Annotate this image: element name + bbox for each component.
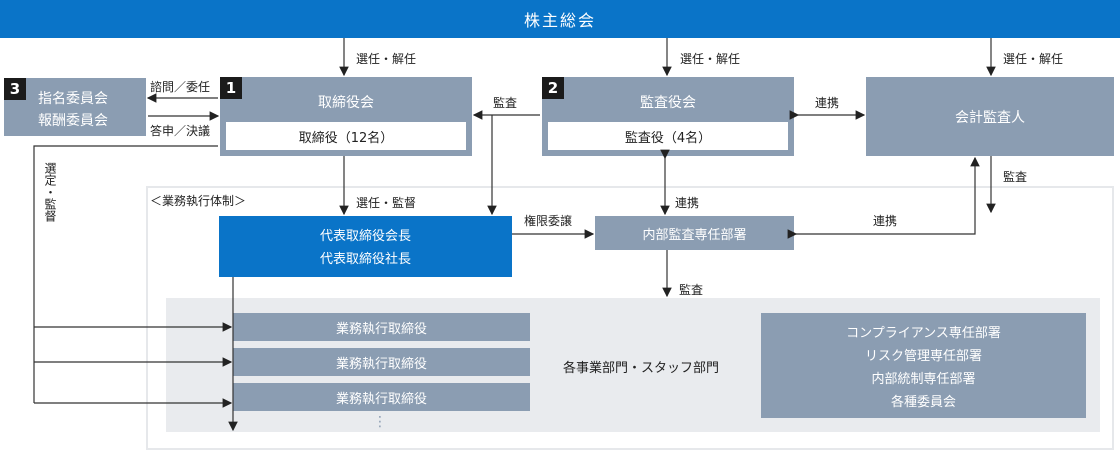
label-report: 答申／決議 (150, 124, 211, 138)
nomination-remuneration-box (4, 78, 146, 136)
label-consult: 諮問／委任 (150, 80, 211, 94)
label-cooperation-auditor: 連携 (815, 96, 840, 110)
badge-3-overlay: 3 (4, 78, 26, 100)
audit-board-title: 監査役会 (640, 95, 696, 111)
ellipsis-mark: ⋮ (373, 414, 387, 430)
executive-director-3: 業務執行取締役 (233, 383, 530, 411)
label-elect-board: 選任・解任 (356, 52, 417, 66)
chairman-label: 代表取締役会長 (319, 229, 411, 244)
internal-audit-box: 内部監査専任部署 (595, 216, 794, 250)
label-audit-internal: 監査 (679, 283, 704, 297)
president-label: 代表取締役社長 (319, 252, 411, 267)
remuneration-committee: 報酬委員会 (38, 113, 108, 129)
compliance-dept: コンプライアンス専任部署 (846, 326, 1001, 341)
representative-directors-box (219, 216, 512, 277)
risk-management-dept: リスク管理専任部署 (864, 349, 982, 364)
internal-control-dept: 内部統制専任部署 (871, 372, 976, 387)
accounting-auditor-box: 会計監査人 (866, 77, 1114, 156)
label-execution-system: ＜業務執行体制＞ (150, 194, 247, 208)
nomination-committee: 指名委員会 (38, 91, 108, 107)
committees-label: 各種委員会 (890, 395, 956, 410)
label-delegation: 権限委譲 (524, 214, 573, 228)
label-left-vertical: 選定・監督 (43, 162, 57, 222)
label-elect-auditor: 選任・解任 (1003, 52, 1064, 66)
label-elect-audit: 選任・解任 (680, 52, 741, 66)
execution-system-frame (146, 186, 1114, 450)
board-members: 取締役（12名） (226, 122, 466, 150)
board-title: 取締役会 (318, 95, 374, 111)
badge-2: 2 (542, 77, 564, 99)
label-audit-board: 監査 (493, 96, 518, 110)
label-audit-accounting: 監査 (1003, 170, 1028, 184)
executive-director-1: 業務執行取締役 (233, 313, 530, 341)
compliance-box (761, 313, 1086, 418)
label-cooperation-internal: 連携 (675, 196, 700, 210)
divisions-label: 各事業部門・スタッフ部門 (563, 361, 720, 376)
shareholders-meeting: 株主総会 (0, 0, 1120, 38)
executive-director-2: 業務執行取締役 (233, 348, 530, 376)
label-cooperation-bottom: 連携 (873, 214, 898, 228)
audit-board-members: 監査役（4名） (548, 122, 788, 150)
label-elect-supervise: 選任・監督 (356, 196, 417, 210)
badge-1: 1 (220, 77, 242, 99)
